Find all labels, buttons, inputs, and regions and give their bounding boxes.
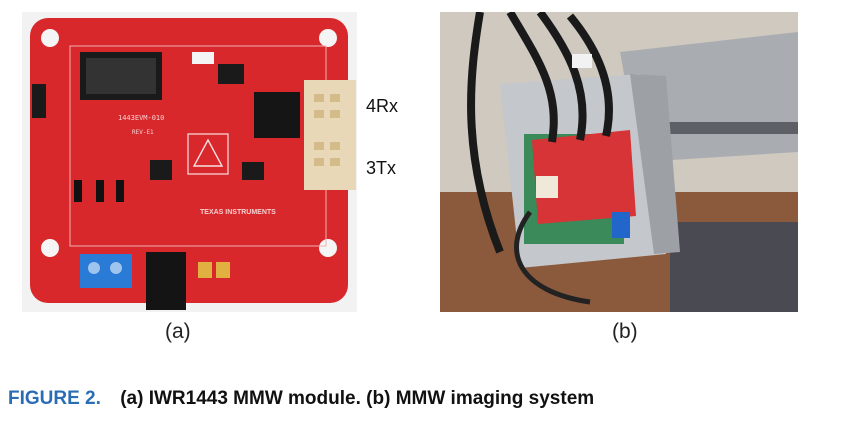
caption-prefix: FIGURE 2. <box>8 388 101 409</box>
terminal-block <box>80 254 132 288</box>
photo-imaging-system <box>440 12 798 312</box>
rail-track <box>650 122 798 134</box>
terminal-screw <box>88 262 100 274</box>
antenna-patches <box>314 94 340 166</box>
radar-board <box>532 130 636 224</box>
pin-header <box>32 84 46 118</box>
imaging-system-illustration <box>440 12 798 312</box>
ic-chip <box>242 162 264 180</box>
antenna-rx-label: 4Rx <box>366 96 399 116</box>
ic-chip <box>150 160 172 180</box>
jumper <box>116 180 124 202</box>
pcb-board <box>30 18 348 303</box>
capacitor <box>216 262 230 278</box>
photo-iwr1443-board: 1443EVM-010 REV-E1 TEXAS INSTRUMENTS <box>22 12 357 312</box>
panel-b-label: (b) <box>612 320 638 343</box>
cable <box>536 12 587 141</box>
cable <box>566 13 613 137</box>
connector-inner <box>86 58 156 94</box>
jumper <box>96 180 104 202</box>
power-jack <box>146 252 186 310</box>
cable <box>506 12 558 143</box>
mounting-hole <box>41 29 59 47</box>
terminal-block <box>612 212 630 238</box>
caption-text: (a) IWR1443 MMW module. (b) MMW imaging … <box>120 388 595 409</box>
board-rev-text: REV-E1 <box>132 129 154 136</box>
ic-chip <box>218 64 244 84</box>
antenna-tx-label: 3Tx <box>366 158 397 178</box>
radar-chip <box>254 92 300 138</box>
warning-frame <box>187 133 229 175</box>
board-model-text: 1443EVM-010 <box>118 114 164 122</box>
floor-equipment <box>670 222 798 312</box>
bracket-side <box>630 74 680 254</box>
mounting-hole <box>319 239 337 257</box>
cable <box>514 210 591 305</box>
cable <box>467 12 504 254</box>
mounting-hole <box>41 239 59 257</box>
panel-a-label: (a) <box>165 320 191 343</box>
capacitor <box>198 262 212 278</box>
heat-warning-icon <box>192 138 224 167</box>
push-button <box>192 52 214 64</box>
figure-caption: FIGURE 2. (a) IWR1443 MMW module. (b) MM… <box>8 388 594 410</box>
ti-logo-text: TEXAS INSTRUMENTS <box>200 209 276 216</box>
cable-tag <box>572 54 592 68</box>
mounting-hole <box>319 29 337 47</box>
board-illustration: 1443EVM-010 REV-E1 TEXAS INSTRUMENTS <box>30 18 356 310</box>
jumper <box>74 180 82 202</box>
antenna-patch <box>536 176 558 198</box>
terminal-screw <box>110 262 122 274</box>
